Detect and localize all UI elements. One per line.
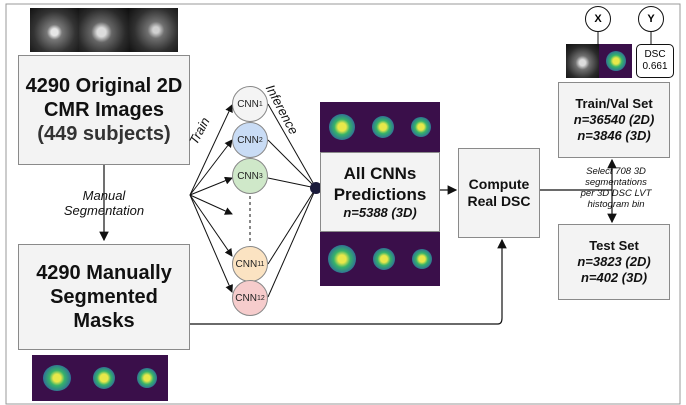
mask-thumbnail [43, 365, 71, 391]
inference-arrows [267, 103, 317, 298]
cnn-3-sub: 3 [258, 172, 263, 180]
predictions-line3: n=5388 (3D) [343, 205, 417, 220]
prediction-strip-top [320, 102, 440, 152]
mask-thumbnail [328, 245, 357, 273]
cnn-1-sub: 1 [258, 100, 263, 108]
manual-masks-box: 4290 Manually Segmented Masks [18, 244, 190, 350]
original-images-box: 4290 Original 2D CMR Images (449 subject… [18, 55, 190, 165]
mask-thumbnail [411, 117, 432, 137]
cnn-3-name: CNN [237, 170, 259, 182]
dsc-line1: Compute [468, 176, 530, 192]
mask-thumbnail [371, 116, 394, 138]
cnn-2-name: CNN [237, 134, 259, 146]
dsc-value-box: DSC 0.661 [636, 44, 674, 78]
mask-thumbnail [328, 114, 355, 140]
masks-line1: 4290 Manually [36, 262, 172, 284]
frame-border [5, 3, 681, 405]
dsc-line2: Real DSC [467, 193, 531, 209]
trainval-line2: n=36540 (2D) [573, 112, 655, 127]
x-label: X [585, 6, 611, 32]
cnn-12-name: CNN [235, 292, 257, 304]
compute-dsc-box: Compute Real DSC [458, 148, 540, 238]
dsc-value-number: 0.661 [642, 61, 668, 72]
cmr-image-thumbnail [30, 8, 80, 52]
predictions-box: All CNNs Predictions n=5388 (3D) [320, 152, 440, 232]
train-arrows [189, 104, 233, 293]
original-line1: 4290 Original 2D [25, 75, 183, 97]
trainval-line1: Train/Val Set [575, 96, 653, 111]
masks-line3: Masks [73, 310, 135, 332]
masks-line2: Segmented [50, 286, 158, 308]
predictions-line2: Predictions [333, 185, 427, 204]
mask-thumbnail [372, 248, 395, 270]
x-image-pair [566, 44, 632, 78]
cmr-image-thumbnail [128, 8, 178, 52]
prediction-strip-bottom [320, 232, 440, 286]
cnn-12-sub: 12 [256, 294, 265, 302]
cnn-2-sub: 2 [258, 136, 263, 144]
manual-segmentation-label: Manual Segmentation [63, 188, 145, 218]
trainval-line3: n=3846 (3D) [577, 128, 651, 143]
mask-thumbnail [411, 249, 432, 269]
original-line3: (449 subjects) [37, 123, 171, 145]
dsc-value-label: DSC [644, 49, 666, 60]
cnn-11-name: CNN [235, 258, 258, 270]
merge-node [310, 182, 322, 194]
cmr-image-strip [30, 8, 178, 52]
mask-thumbnail [137, 368, 157, 388]
cnn-1-name: CNN [237, 98, 259, 110]
test-line3: n=402 (3D) [580, 270, 648, 285]
predictions-line1: All CNNs [343, 164, 417, 183]
cmr-image-thumbnail [79, 8, 129, 52]
select-note: Select 708 3D segmentations per 3D DSC L… [580, 166, 652, 210]
y-label: Y [638, 6, 664, 32]
cmr-image-thumbnail [566, 44, 599, 78]
cnn-11-sub: 11 [257, 260, 265, 268]
original-line2: CMR Images [43, 99, 165, 121]
mask-blob [605, 51, 626, 71]
mask-strip-bottom [32, 355, 168, 401]
trainval-set-box: Train/Val Set n=36540 (2D) n=3846 (3D) [558, 82, 670, 158]
mask-thumbnail [93, 367, 115, 389]
test-line2: n=3823 (2D) [577, 254, 651, 269]
test-line1: Test Set [589, 238, 639, 253]
test-set-box: Test Set n=3823 (2D) n=402 (3D) [558, 224, 670, 300]
mask-thumbnail [599, 44, 632, 78]
arrow-masks-to-dsc [190, 238, 507, 325]
